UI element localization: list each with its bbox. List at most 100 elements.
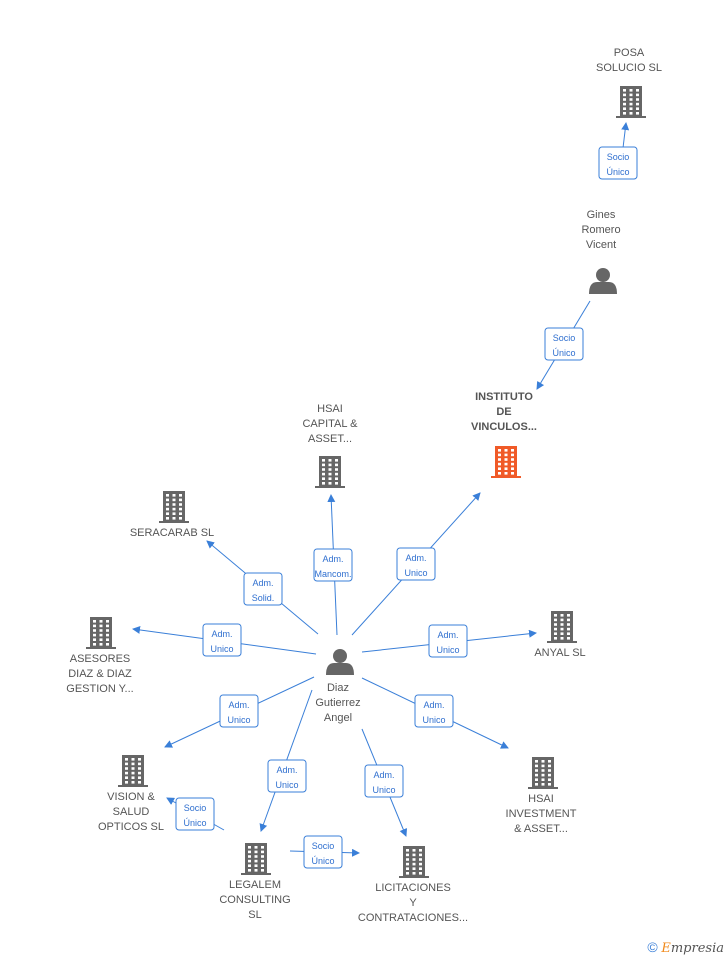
relation-badge-box (396, 547, 436, 581)
node-label-line: ANYAL SL (534, 647, 585, 659)
node-label-line: Vicent (586, 239, 616, 251)
node-label-line: GESTION Y... (66, 683, 133, 695)
node-label: SERACARAB SL (130, 527, 214, 539)
building-icon (315, 456, 345, 488)
relation-badge-box (428, 624, 468, 658)
building-icon (616, 86, 646, 118)
node-label-line: DIAZ & DIAZ (68, 668, 132, 680)
node-label: POSA SOLUCIO SL (596, 47, 662, 74)
node-label-line: Diaz (327, 682, 349, 694)
relation-label-line: Adm. (211, 629, 232, 639)
relation-label: Adm. Unico (275, 765, 298, 790)
relation-label-line: Unico (436, 645, 459, 655)
relation-badge-box (364, 764, 404, 798)
node-hsai_cap[interactable]: HSAI CAPITAL & ASSET... (302, 403, 358, 488)
relation-label: Adm.Unico (227, 700, 250, 725)
node-label-line: DE (496, 406, 511, 418)
node-label-line: SERACARAB SL (130, 527, 214, 539)
relation-label-line: Único (183, 818, 206, 828)
relation-label: Adm.Unico (372, 770, 395, 795)
node-seracarab[interactable]: SERACARAB SL (130, 491, 214, 539)
relation-label-line: Unico (210, 644, 233, 654)
relation-badge[interactable]: Adm.Mancom. (313, 548, 353, 582)
node-label-line: ASSET... (308, 433, 352, 445)
building-icon (159, 491, 189, 523)
person-icon (589, 268, 617, 294)
building-icon (86, 617, 116, 649)
relation-badge-box (313, 548, 353, 582)
relation-badge[interactable]: Adm.Unico (219, 694, 259, 728)
building-icon (118, 755, 148, 787)
relation-badge-box (175, 797, 215, 831)
relation-label-line: Unico (422, 715, 445, 725)
node-posa[interactable]: POSA SOLUCIO SL (596, 47, 662, 118)
node-anyal[interactable]: ANYAL SL (534, 611, 586, 659)
relation-label-line: Adm. (373, 770, 394, 780)
building-icon (399, 846, 429, 878)
relation-badge-box (414, 694, 454, 728)
relation-badge-box (267, 759, 307, 793)
relation-label: Adm.Unico (422, 700, 445, 725)
relation-badge-box (598, 146, 638, 180)
relation-label-line: Socio (312, 841, 335, 851)
node-label-line: SL (248, 909, 261, 921)
node-label-line: LEGALEM (229, 879, 281, 891)
relation-label-line: Solid. (252, 593, 275, 603)
relation-label-line: Adm. (405, 553, 426, 563)
node-label-line: INVESTMENT (506, 808, 577, 820)
node-label-line: Romero (581, 224, 620, 236)
relation-badge[interactable]: Adm.Solid. (243, 572, 283, 606)
relation-badge[interactable]: Adm.Unico (396, 547, 436, 581)
node-label-line: Y (409, 897, 417, 909)
relation-label-line: Único (311, 856, 334, 866)
person-icon (326, 649, 354, 675)
brand-logo: Empresia (661, 941, 724, 956)
node-label-line: SOLUCIO SL (596, 62, 662, 74)
edge-gines-posa (621, 122, 630, 149)
relation-badge[interactable]: Adm.Unico (414, 694, 454, 728)
relation-label-line: Socio (553, 333, 576, 343)
node-label-line: Angel (324, 712, 352, 724)
node-label-line: VINCULOS... (471, 421, 537, 433)
relation-badge[interactable]: Adm.Unico (428, 624, 468, 658)
relation-label-line: Adm. (276, 765, 297, 775)
node-label-line: HSAI (317, 403, 343, 415)
relation-label-line: Socio (184, 803, 207, 813)
relation-badge[interactable]: Adm. Unico (267, 759, 307, 793)
relation-label: Adm.Mancom. (314, 554, 351, 579)
node-label: HSAI CAPITAL & ASSET... (302, 403, 358, 445)
relation-badge[interactable]: Adm.Unico (364, 764, 404, 798)
building-icon (547, 611, 577, 643)
node-label-line: CAPITAL & (302, 418, 358, 430)
relation-badge-box (243, 572, 283, 606)
edges-layer (132, 122, 630, 857)
relation-badge-box (219, 694, 259, 728)
relation-label-line: Único (552, 348, 575, 358)
relation-label-line: Unico (275, 780, 298, 790)
relation-badge[interactable]: Adm. Unico (202, 623, 242, 657)
relation-label-line: Adm. (322, 554, 343, 564)
node-label-line: POSA (614, 47, 645, 59)
